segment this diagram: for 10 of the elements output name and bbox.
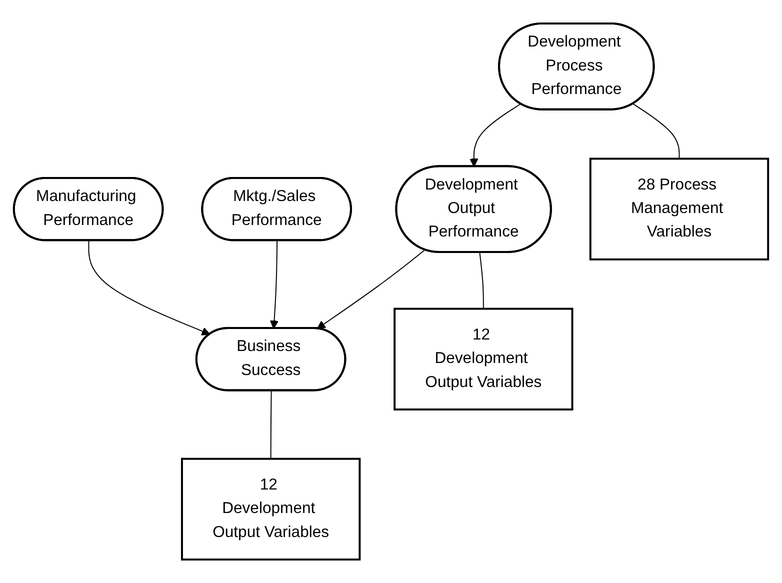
arrow	[470, 103, 522, 167]
node-box: 28 Process Management Variables	[589, 158, 770, 260]
connector	[632, 103, 680, 160]
node-box: 12 Development Output Variables	[394, 308, 574, 410]
arrow	[270, 240, 279, 329]
connector	[270, 390, 272, 460]
arrow	[88, 240, 210, 336]
arrow	[316, 249, 426, 330]
node-box: 12 Development Output Variables	[180, 458, 361, 561]
connector	[479, 252, 484, 310]
